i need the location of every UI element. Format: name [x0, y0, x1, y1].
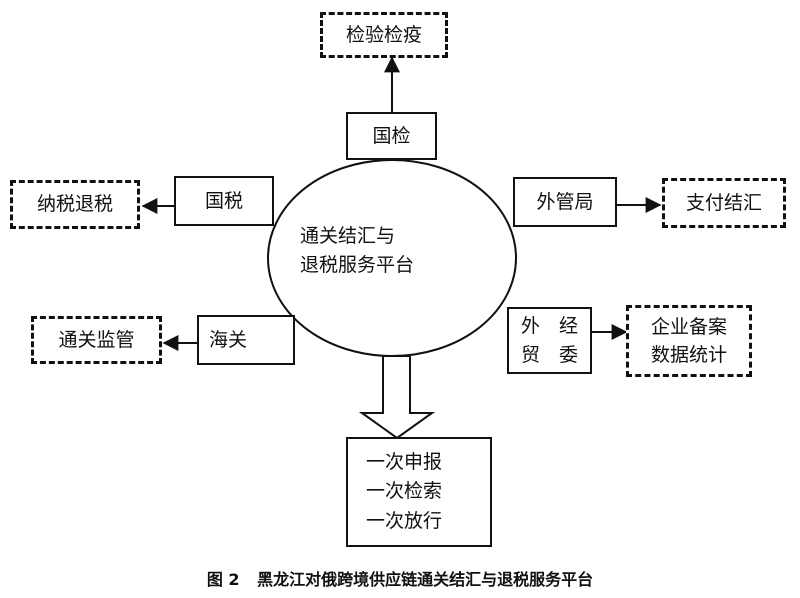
- diagram-connectors: [141, 56, 662, 440]
- platform-label-line1: 通关结汇与: [300, 225, 396, 247]
- registration-statistics-box: 企业备案 数据统计: [626, 305, 752, 377]
- tax-refund-box: 纳税退税: [10, 180, 140, 229]
- figure-caption: 图 2 黑龙江对俄跨境供应链通关结汇与退税服务平台: [0, 566, 800, 590]
- single-window-output-box: 一次申报 一次检索 一次放行: [346, 437, 492, 547]
- ciq-agency-box: 国检: [346, 112, 437, 160]
- customs-supervision-box: 通关监管: [31, 316, 162, 364]
- figure-title: 黑龙江对俄跨境供应链通关结汇与退税服务平台: [257, 570, 594, 589]
- platform-label: 通关结汇与 退税服务平台: [300, 222, 470, 288]
- inspection-quarantine-box: 检验检疫: [320, 12, 448, 58]
- platform-label-line2: 退税服务平台: [300, 253, 415, 276]
- payment-settlement-box: 支付结汇: [662, 178, 786, 228]
- hollow-down-arrow: [358, 355, 436, 440]
- tax-bureau-agency-box: 国税: [174, 176, 274, 226]
- customs-agency-box: 海关: [197, 315, 295, 365]
- safe-agency-box: 外管局: [513, 177, 617, 227]
- commerce-commission-agency-box: 外 经 贸 委: [507, 307, 592, 374]
- figure-number: 图 2: [206, 570, 240, 589]
